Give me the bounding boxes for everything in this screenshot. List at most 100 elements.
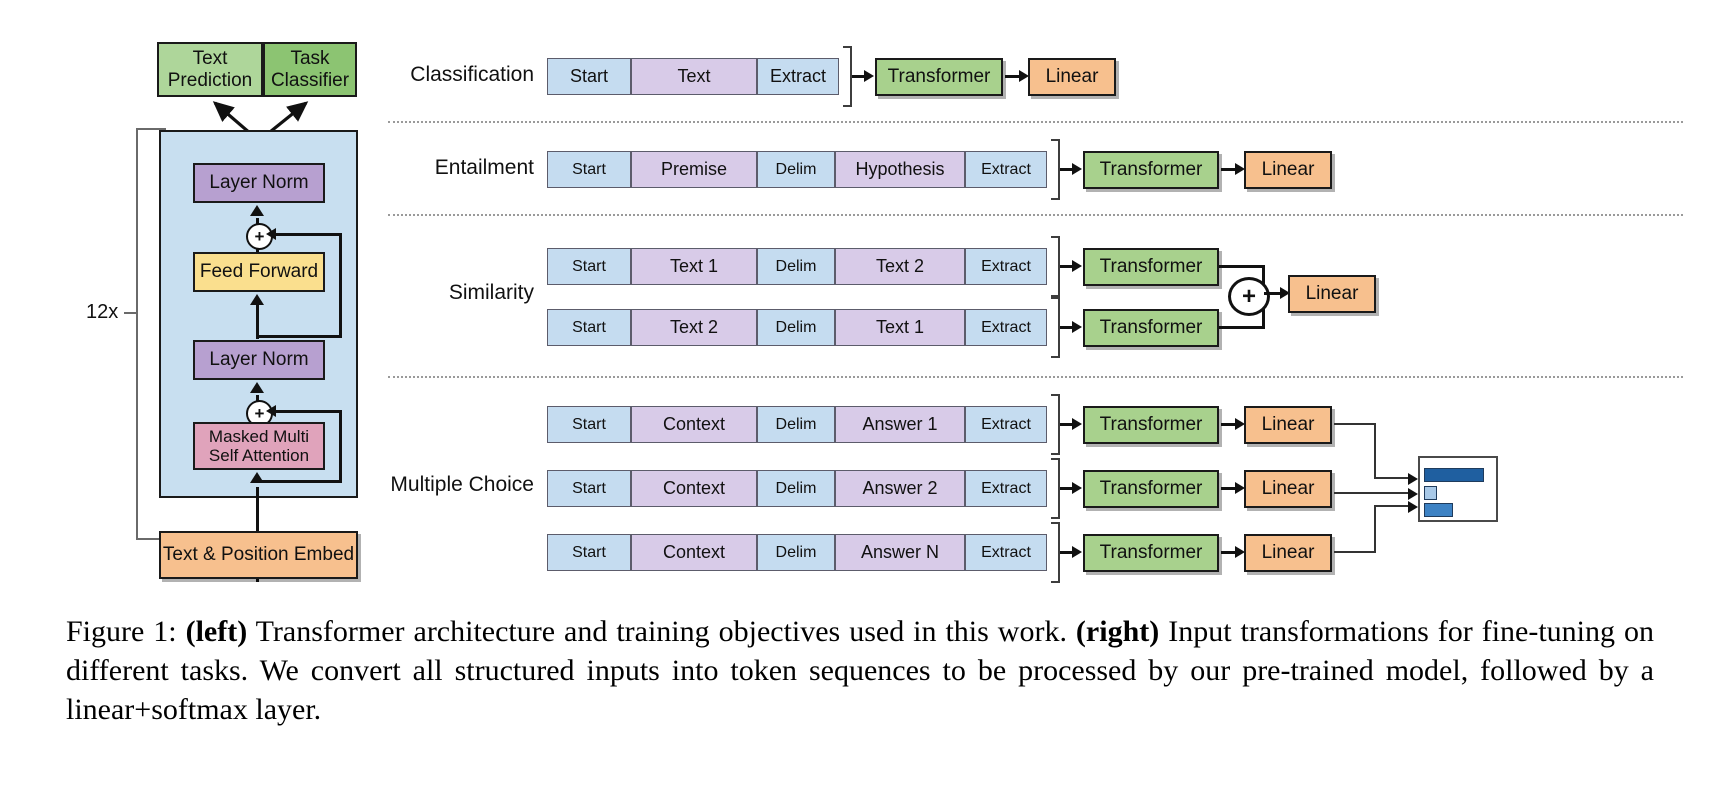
task-label-entailment: Entailment xyxy=(434,156,534,179)
task-label-classification: Classification xyxy=(410,63,534,86)
token-answer-2: Answer 2 xyxy=(835,470,965,507)
linear-entailment: Linear xyxy=(1244,151,1332,189)
bracket-to-transformer-line-e xyxy=(1060,168,1076,171)
token-delim: Delim xyxy=(757,534,835,571)
token-start: Start xyxy=(547,534,631,571)
repeat-bracket-top-stub xyxy=(136,128,166,130)
residual-upper-h xyxy=(272,233,342,236)
group-bracket-mc-2 xyxy=(1051,458,1060,519)
feed-forward: Feed Forward xyxy=(193,252,325,292)
token-start: Start xyxy=(547,309,631,346)
sum-to-linear-line xyxy=(1264,292,1284,295)
transformer-to-linear-line-m2 xyxy=(1221,487,1239,490)
group-bracket-entailment xyxy=(1051,139,1060,200)
residual-lower-v xyxy=(339,410,342,483)
mc-route-1-v xyxy=(1374,423,1376,479)
task-classifier-label: Task Classifier xyxy=(270,48,350,91)
residual-lower-tap xyxy=(256,480,342,483)
sim-merge-bottom-v xyxy=(1262,302,1265,328)
bracket-to-transformer-arrow-m3 xyxy=(1072,546,1082,558)
softmax-bar-3 xyxy=(1424,503,1453,517)
text-prediction-head: Text Prediction xyxy=(157,42,263,97)
sum-to-linear-arrow xyxy=(1280,287,1290,299)
linear-mc-1: Linear xyxy=(1244,406,1332,444)
token-delim: Delim xyxy=(757,470,835,507)
ln-top-input-arrowhead xyxy=(250,205,264,216)
transformer-to-linear-arrow-c xyxy=(1019,70,1029,82)
group-bracket-similarity-1 xyxy=(1051,236,1060,297)
linear-mc-3: Linear xyxy=(1244,534,1332,572)
mc-route-1-h xyxy=(1334,423,1376,425)
layer-norm-top: Layer Norm xyxy=(193,163,325,203)
bracket-to-transformer-line-m3 xyxy=(1060,551,1076,554)
layer-norm-bottom-label: Layer Norm xyxy=(209,349,309,371)
group-bracket-classification xyxy=(843,46,852,107)
mc-route-1-arrow xyxy=(1408,473,1418,485)
token-text-1: Text 1 xyxy=(835,309,965,346)
residual-upper-v xyxy=(339,233,342,338)
task-label-similarity: Similarity xyxy=(448,281,534,304)
mc-route-3-in xyxy=(1374,505,1412,507)
residual-add-upper: + xyxy=(246,223,273,250)
token-extract: Extract xyxy=(965,470,1047,507)
repeat-bracket xyxy=(136,128,148,540)
token-start: Start xyxy=(547,470,631,507)
ln-bottom-input-arrowhead xyxy=(250,382,264,393)
feed-forward-label: Feed Forward xyxy=(199,261,319,283)
transformer-mc-2: Transformer xyxy=(1083,470,1219,508)
bracket-to-transformer-arrow-m2 xyxy=(1072,482,1082,494)
transformer-entailment: Transformer xyxy=(1083,151,1219,189)
token-hypothesis: Hypothesis xyxy=(835,151,965,188)
token-delim: Delim xyxy=(757,309,835,346)
transformer-to-linear-line-m3 xyxy=(1221,551,1239,554)
token-start: Start xyxy=(547,58,631,95)
transformer-mc-1: Transformer xyxy=(1083,406,1219,444)
linear-classification: Linear xyxy=(1028,58,1116,96)
transformer-similarity-2: Transformer xyxy=(1083,309,1219,347)
token-delim: Delim xyxy=(757,406,835,443)
transformer-to-linear-arrow-e xyxy=(1235,163,1245,175)
masked-multi-self-attention: Masked Multi Self Attention xyxy=(193,422,325,470)
transformer-to-linear-arrow-m2 xyxy=(1235,482,1245,494)
text-position-embed: Text & Position Embed xyxy=(159,531,358,579)
residual-lower-arrowhead xyxy=(266,405,276,417)
task-classifier-head: Task Classifier xyxy=(263,42,357,97)
embed-output-arrowhead xyxy=(250,472,264,483)
token-text-2: Text 2 xyxy=(631,309,757,346)
bracket-to-transformer-arrow-s1 xyxy=(1072,260,1082,272)
bracket-to-transformer-arrow-e xyxy=(1072,163,1082,175)
residual-lower-h xyxy=(272,410,342,413)
layer-norm-top-label: Layer Norm xyxy=(209,172,309,194)
residual-add-lower-symbol: + xyxy=(254,404,265,423)
residual-upper-tap xyxy=(256,335,342,338)
separator-1 xyxy=(388,121,1683,123)
token-text-1: Text 1 xyxy=(631,248,757,285)
token-extract: Extract xyxy=(965,406,1047,443)
repeat-bracket-bottom-stub xyxy=(136,538,166,540)
text-position-embed-label: Text & Position Embed xyxy=(162,544,355,566)
mc-route-3-arrow xyxy=(1408,501,1418,513)
mc-route-3-v xyxy=(1374,505,1376,553)
masked-multi-self-attention-label: Masked Multi Self Attention xyxy=(208,426,310,465)
ff-input-line xyxy=(256,305,259,339)
caption-text: Figure 1: (left) Transformer architectur… xyxy=(66,615,1654,726)
token-answer-1: Answer 1 xyxy=(835,406,965,443)
bracket-to-transformer-line-s1 xyxy=(1060,265,1076,268)
mc-route-3-h xyxy=(1334,551,1376,553)
token-delim: Delim xyxy=(757,151,835,188)
transformer-to-linear-line-m1 xyxy=(1221,423,1239,426)
linear-mc-2: Linear xyxy=(1244,470,1332,508)
softmax-histogram xyxy=(1418,456,1498,522)
transformer-to-linear-line-e xyxy=(1221,168,1239,171)
mc-route-1-in xyxy=(1374,477,1412,479)
token-start: Start xyxy=(547,151,631,188)
linear-similarity: Linear xyxy=(1288,275,1376,313)
text-prediction-label: Text Prediction xyxy=(167,48,253,91)
group-bracket-mc-3 xyxy=(1051,522,1060,583)
bracket-to-transformer-arrow-s2 xyxy=(1072,321,1082,333)
token-extract: Extract xyxy=(965,309,1047,346)
token-extract: Extract xyxy=(965,248,1047,285)
token-text-2: Text 2 xyxy=(835,248,965,285)
ff-input-arrowhead xyxy=(250,294,264,305)
token-start: Start xyxy=(547,406,631,443)
